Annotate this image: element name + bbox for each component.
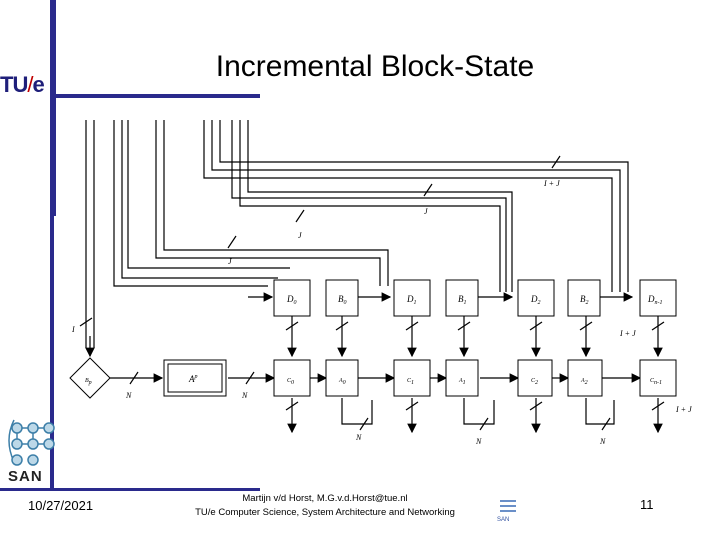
- block-ap-inner: [167, 363, 223, 393]
- block-a0: [325, 359, 359, 397]
- block-d1: [393, 279, 431, 317]
- wire-label-n2: N: [241, 391, 248, 400]
- block-bp: [69, 357, 111, 399]
- block-a1: [445, 359, 479, 397]
- label-c2: C2: [531, 378, 538, 386]
- label-b2: B2: [580, 294, 589, 306]
- side-bar-lower: [50, 216, 54, 488]
- tue-logo: TU/e: [0, 72, 45, 97]
- label-bp: Bp: [85, 378, 92, 386]
- wire-label-j3: J: [228, 257, 232, 266]
- wire-label-n1: N: [125, 391, 132, 400]
- wire-label-n3: N: [355, 433, 362, 442]
- san-footer-text: SAN: [497, 517, 510, 523]
- san-network-logo: [8, 419, 55, 466]
- wire-label-top-ij: I + J: [543, 179, 560, 188]
- san-logo-text: SAN: [8, 468, 43, 485]
- label-b0: B0: [338, 294, 347, 306]
- block-c0: [273, 359, 311, 397]
- block-dn: [639, 279, 677, 317]
- wire-label-left-i: I: [71, 325, 75, 334]
- san-footer-logo: [500, 500, 516, 512]
- page-number: 11: [640, 497, 654, 512]
- block-b1: [445, 279, 479, 317]
- block-b0: [325, 279, 359, 317]
- block-b2: [567, 279, 601, 317]
- block-d0: [273, 279, 311, 317]
- label-cn: Cn-1: [650, 378, 662, 386]
- label-d0: D0: [286, 294, 297, 306]
- top-row-blocks: [273, 279, 677, 317]
- wire-label-mid-ij: I + J: [619, 329, 636, 338]
- label-dn: Dn-1: [647, 294, 663, 306]
- label-ap: Ap: [188, 374, 198, 384]
- block-ap-outer: [163, 359, 227, 397]
- logo-bar-vertical: [50, 0, 56, 216]
- slide-title: Incremental Block-State: [215, 50, 535, 83]
- block-d2: [517, 279, 555, 317]
- footer-author: Martijn v/d Horst, M.G.v.d.Horst@tue.nl: [242, 493, 408, 504]
- wire-label-right-ij: I + J: [675, 405, 692, 414]
- footer-bar: [0, 488, 260, 491]
- wire-label-n5: N: [599, 437, 606, 446]
- label-b1: B1: [458, 294, 467, 306]
- wire-label-j1: J: [424, 207, 428, 216]
- bottom-row-blocks: [273, 359, 677, 397]
- block-c2: [517, 359, 553, 397]
- label-a0: A0: [338, 378, 346, 386]
- block-c1: [393, 359, 431, 397]
- title-underline-bar: [50, 94, 260, 98]
- label-d2: D2: [530, 294, 541, 306]
- label-c1: C1: [407, 378, 414, 386]
- block-cn: [639, 359, 677, 397]
- footer-credit: Martijn v/d Horst, M.G.v.d.Horst@tue.nl …: [180, 492, 470, 520]
- block-a2: [567, 359, 603, 397]
- label-c0: C0: [287, 378, 294, 386]
- wire-label-n4: N: [475, 437, 482, 446]
- footer-affiliation: TU/e Computer Science, System Architectu…: [195, 507, 455, 518]
- label-a1: A1: [458, 378, 466, 386]
- label-a2: A2: [580, 378, 588, 386]
- wire-label-j2: J: [298, 231, 302, 240]
- label-d1: D1: [406, 294, 417, 306]
- footer-date: 10/27/2021: [28, 498, 94, 513]
